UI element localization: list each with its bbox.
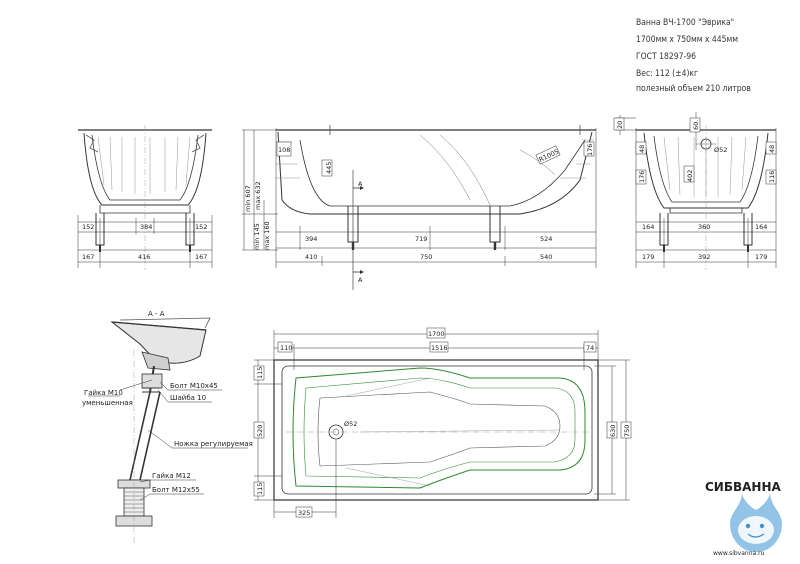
dim-719: 719 <box>415 235 427 243</box>
brand-url: www.sibvanna.ru <box>713 550 765 557</box>
label-nut-m12: Гайка М12 <box>152 472 191 480</box>
dim-20: 20 <box>616 121 624 129</box>
dim-325: 325 <box>298 509 310 517</box>
side-view-dimensions: 108 445 min 607 max 632 min 145 max 160 … <box>242 128 597 284</box>
dim-179-right: 179 <box>755 253 767 261</box>
dim-540: 540 <box>540 253 552 261</box>
dim-520: 520 <box>256 425 264 437</box>
label-adjustable-leg: Ножка регулируемая <box>174 440 253 448</box>
plan-view-dimensions: 1700 110 1516 74 115 520 115 630 750 Ø52… <box>253 327 632 518</box>
dim-min-607: min 607 <box>244 185 252 212</box>
section-labels: Гайка М10 уменьшенная Болт М10х45 Шайба … <box>82 382 253 494</box>
dim-179-left: 179 <box>642 253 654 261</box>
plan-view <box>273 359 599 501</box>
label-bolt-m12: Болт М12х55 <box>152 486 200 494</box>
dim-116: 116 <box>768 171 776 183</box>
dim-110: 110 <box>280 344 292 352</box>
dim-750-plan: 750 <box>623 425 631 437</box>
right-end-view-dimensions: 20 60 48 48 Ø52 402 176 116 164 360 164 … <box>613 112 777 268</box>
right-end-view <box>636 125 776 270</box>
dim-max-632: max 632 <box>254 181 262 210</box>
dim-48-left: 48 <box>638 145 646 153</box>
dim-74: 74 <box>586 344 594 352</box>
dim-167-left: 167 <box>82 253 94 261</box>
dim-630: 630 <box>609 425 617 437</box>
dim-167-right: 167 <box>195 253 207 261</box>
dim-48-right: 48 <box>768 145 776 153</box>
dim-115-top: 115 <box>256 367 264 379</box>
side-view <box>276 125 596 290</box>
section-title: А - А <box>148 310 165 318</box>
dim-402: 402 <box>686 170 694 182</box>
dim-416: 416 <box>138 253 150 261</box>
dim-176-side: 176 <box>586 144 594 156</box>
dim-152-left: 152 <box>82 223 94 231</box>
spec-line-gost: ГОСТ 18297-96 <box>636 52 696 62</box>
dim-d52-side: Ø52 <box>714 146 727 154</box>
label-washer: Шайба 10 <box>170 394 206 402</box>
dim-60: 60 <box>692 122 700 130</box>
brand-logo: СИБВАННА www.sibvanna.ru <box>705 480 782 557</box>
dim-410: 410 <box>305 253 317 261</box>
dim-524: 524 <box>540 235 552 243</box>
dim-392: 392 <box>698 253 710 261</box>
spec-line-volume: полезный объем 210 литров <box>636 84 751 94</box>
dim-750: 750 <box>420 253 432 261</box>
section-marker-bottom: А <box>358 276 363 284</box>
dim-1516: 1516 <box>431 344 448 352</box>
dim-1700: 1700 <box>428 330 445 338</box>
dim-360: 360 <box>698 223 710 231</box>
dim-min-145: min 145 <box>253 223 261 250</box>
dim-164-left: 164 <box>642 223 654 231</box>
dim-108: 108 <box>278 146 290 154</box>
spec-line-dimensions: 1700мм x 750мм x 445мм <box>636 35 739 45</box>
label-nut-m10-reduced: уменьшенная <box>82 399 133 407</box>
dim-d52-plan: Ø52 <box>344 420 357 428</box>
left-end-view <box>78 125 212 270</box>
dim-445: 445 <box>325 162 333 174</box>
label-bolt-m10: Болт М10х45 <box>170 382 218 390</box>
dim-152-right: 152 <box>195 223 207 231</box>
section-marker-top: А <box>358 180 363 188</box>
dim-115-bottom: 115 <box>256 483 264 495</box>
spec-line-weight: Вес: 112 (±4)кг <box>636 69 699 79</box>
spec-line-model: Ванна ВЧ-1700 "Эврика" <box>636 18 735 28</box>
dim-164-right: 164 <box>755 223 767 231</box>
brand-name: СИБВАННА <box>705 480 782 494</box>
label-nut-m10: Гайка М10 <box>84 389 123 397</box>
dim-max-160: max 160 <box>263 221 271 250</box>
left-end-view-dimensions: 152 384 152 167 416 167 <box>77 215 213 268</box>
dim-384: 384 <box>140 223 152 231</box>
dim-394: 394 <box>305 235 317 243</box>
dim-176-right-view: 176 <box>638 171 646 183</box>
section-a-a-detail: А - А <box>88 310 248 545</box>
